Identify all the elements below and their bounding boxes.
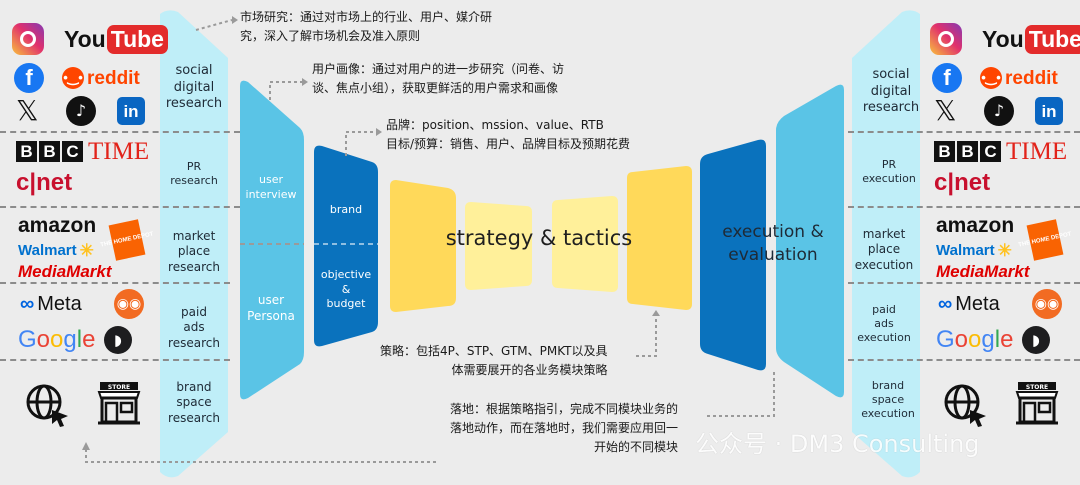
x-icon: 𝕏: [16, 94, 39, 127]
amazon-logo: amazon: [18, 213, 97, 237]
left-category-pr: PR research: [170, 159, 218, 187]
annotation-landing: 落地：根据策略指引，完成不同模块业务的 落地动作，而在落地时，我们需要应用回一 …: [450, 402, 679, 454]
brand-objective-block: [314, 145, 378, 347]
web-globe-cursor-icon: [942, 382, 990, 430]
execution-evaluation-label: execution & evaluation: [722, 222, 824, 265]
annotation-brand-goal: 品牌：position、mssion、value、RTB 目标/预算：销售、用户…: [386, 118, 631, 151]
arrowhead-brand-goal: [376, 128, 382, 136]
meta-logo: ∞Meta: [938, 293, 1000, 315]
connector-brand-goal: [345, 131, 376, 156]
right-category-market-place: market place execution: [854, 226, 914, 272]
row-separator-left-3: [0, 282, 230, 284]
connector-strategy: [636, 316, 657, 357]
cnet-logo: c|net: [934, 169, 991, 196]
row-separator-right-4: [848, 359, 1080, 361]
user-persona-label: user Persona: [247, 292, 295, 323]
row-separator-left-1: [0, 131, 240, 133]
arrowhead-landing: [82, 442, 90, 450]
tiktok-icon: ♪: [66, 96, 96, 126]
tripadvisor-icon: ◉◉: [114, 289, 144, 319]
execution-block-dark: [700, 139, 766, 371]
storefront-icon: STORE: [1014, 380, 1060, 426]
pale-yellow-shape-2: [465, 202, 532, 290]
objective-budget-label: objective & budget: [320, 267, 372, 311]
linkedin-icon: in: [117, 97, 145, 125]
left-category-market-place: market place research: [168, 228, 220, 274]
web-globe-cursor-icon: [24, 382, 72, 430]
strategy-tactics-title: strategy & tactics: [445, 226, 633, 250]
pendo-icon: ◗: [1022, 326, 1050, 354]
mediamarkt-logo: MediaMarkt: [18, 261, 112, 281]
instagram-icon: [12, 23, 44, 55]
time-logo: TIME: [1006, 137, 1068, 165]
yellow-shape-4: [627, 166, 692, 310]
reddit-logo: •‿•reddit: [980, 67, 1058, 89]
right-category-pr: PR execution: [862, 157, 916, 185]
amazon-logo: amazon: [936, 213, 1015, 237]
tripadvisor-icon: ◉◉: [1032, 289, 1062, 319]
row-separator-right-2: [848, 206, 1080, 208]
right-category-brand-space: brand space execution: [861, 378, 915, 421]
mediamarkt-logo: MediaMarkt: [936, 261, 1030, 281]
facebook-icon: f: [14, 63, 44, 93]
annotation-market-research: 市场研究：通过对市场上的行业、用户、媒介研 究，深入了解市场机会及准入原则: [240, 10, 493, 43]
brand-label: brand: [329, 202, 363, 216]
meta-logo: ∞Meta: [20, 293, 82, 315]
user-interview-label: user interview: [245, 173, 297, 201]
user-research-block: [240, 80, 304, 400]
execution-block-light: [776, 84, 844, 398]
reddit-logo: •‿•reddit: [62, 67, 140, 89]
arrowhead-market-research: [232, 16, 238, 24]
arrowhead-user-portrait: [302, 78, 308, 86]
instagram-icon: [930, 23, 962, 55]
connector-landing-loop: [85, 372, 775, 463]
x-icon: 𝕏: [934, 94, 957, 127]
store-sign-text: STORE: [1026, 384, 1048, 391]
right-category-paid-ads: paid ads execution: [857, 302, 911, 345]
walmart-logo: Walmart✳: [936, 240, 1012, 260]
right-category-social-digital: social digital research: [862, 66, 920, 116]
pendo-icon: ◗: [104, 326, 132, 354]
time-logo: TIME: [88, 137, 150, 165]
facebook-icon: f: [932, 63, 962, 93]
tiktok-icon: ♪: [984, 96, 1014, 126]
left-category-social-digital: social digital research: [165, 62, 223, 112]
annotation-user-portrait: 用户画像：通过对用户的进一步研究（问卷、访 谈、焦点小组），获取更鲜活的用户需求…: [312, 62, 565, 95]
row-separator-left-4: [0, 359, 230, 361]
cnet-logo: c|net: [16, 169, 73, 196]
left-category-paid-ads: paid ads research: [168, 304, 220, 350]
row-separator-right-1: [848, 131, 1080, 133]
connector-market-research: [195, 19, 233, 31]
walmart-logo: Walmart✳: [18, 240, 94, 260]
watermark-text: 公众号 · DM3 Consulting: [695, 430, 980, 458]
annotation-strategy: 策略：包括4P、STP、GTM、PMKT以及具 体需要展开的各业务模块策略: [380, 344, 608, 377]
connector-user-portrait: [269, 81, 302, 100]
store-sign-text: STORE: [108, 384, 130, 391]
left-category-brand-space: brand space research: [168, 379, 220, 425]
arrowhead-strategy: [652, 310, 660, 316]
row-separator-right-3: [848, 282, 1080, 284]
row-separator-left-2: [0, 206, 240, 208]
linkedin-icon: in: [1035, 97, 1063, 125]
pale-yellow-shape-3: [552, 196, 618, 292]
yellow-shape-1: [390, 180, 456, 312]
storefront-icon: STORE: [96, 380, 142, 426]
